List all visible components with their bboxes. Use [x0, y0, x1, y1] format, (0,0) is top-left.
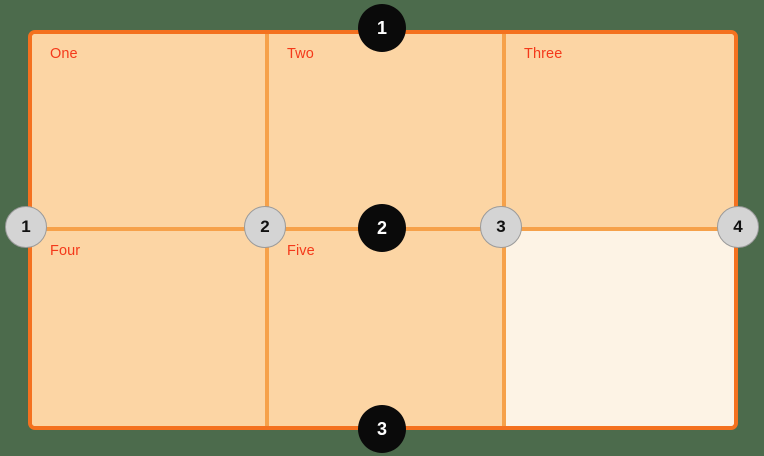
column-handle-1[interactable]: 1	[5, 206, 47, 248]
row-handle-label: 1	[376, 17, 387, 38]
grid-cell-two[interactable]: Two	[269, 34, 502, 227]
grid-cell-five[interactable]: Five	[269, 231, 502, 426]
grid-cell-four[interactable]: Four	[32, 231, 265, 426]
row-handle-3[interactable]: 3	[358, 405, 406, 453]
grid-cell-three[interactable]: Three	[506, 34, 734, 227]
row-handle-label: 3	[376, 418, 387, 439]
column-handle-label: 4	[733, 217, 743, 236]
grid-cell-label: Two	[287, 46, 314, 62]
grid-cell-one[interactable]: One	[32, 34, 265, 227]
grid-cell-label: Four	[50, 243, 81, 259]
row-handle-1[interactable]: 1	[358, 4, 406, 52]
row-handle-2[interactable]: 2	[358, 204, 406, 252]
column-handle-2[interactable]: 2	[244, 206, 286, 248]
column-handle-label: 1	[21, 217, 31, 236]
grid-cell-six[interactable]	[506, 231, 734, 426]
column-handle-3[interactable]: 3	[480, 206, 522, 248]
grid-cell-label: Three	[524, 46, 563, 62]
column-handle-label: 2	[260, 217, 270, 236]
grid-cell-label: One	[50, 46, 78, 62]
row-handle-label: 2	[376, 217, 387, 238]
column-handle-label: 3	[496, 217, 506, 236]
grid-cell-label: Five	[287, 243, 315, 259]
column-handle-4[interactable]: 4	[717, 206, 759, 248]
